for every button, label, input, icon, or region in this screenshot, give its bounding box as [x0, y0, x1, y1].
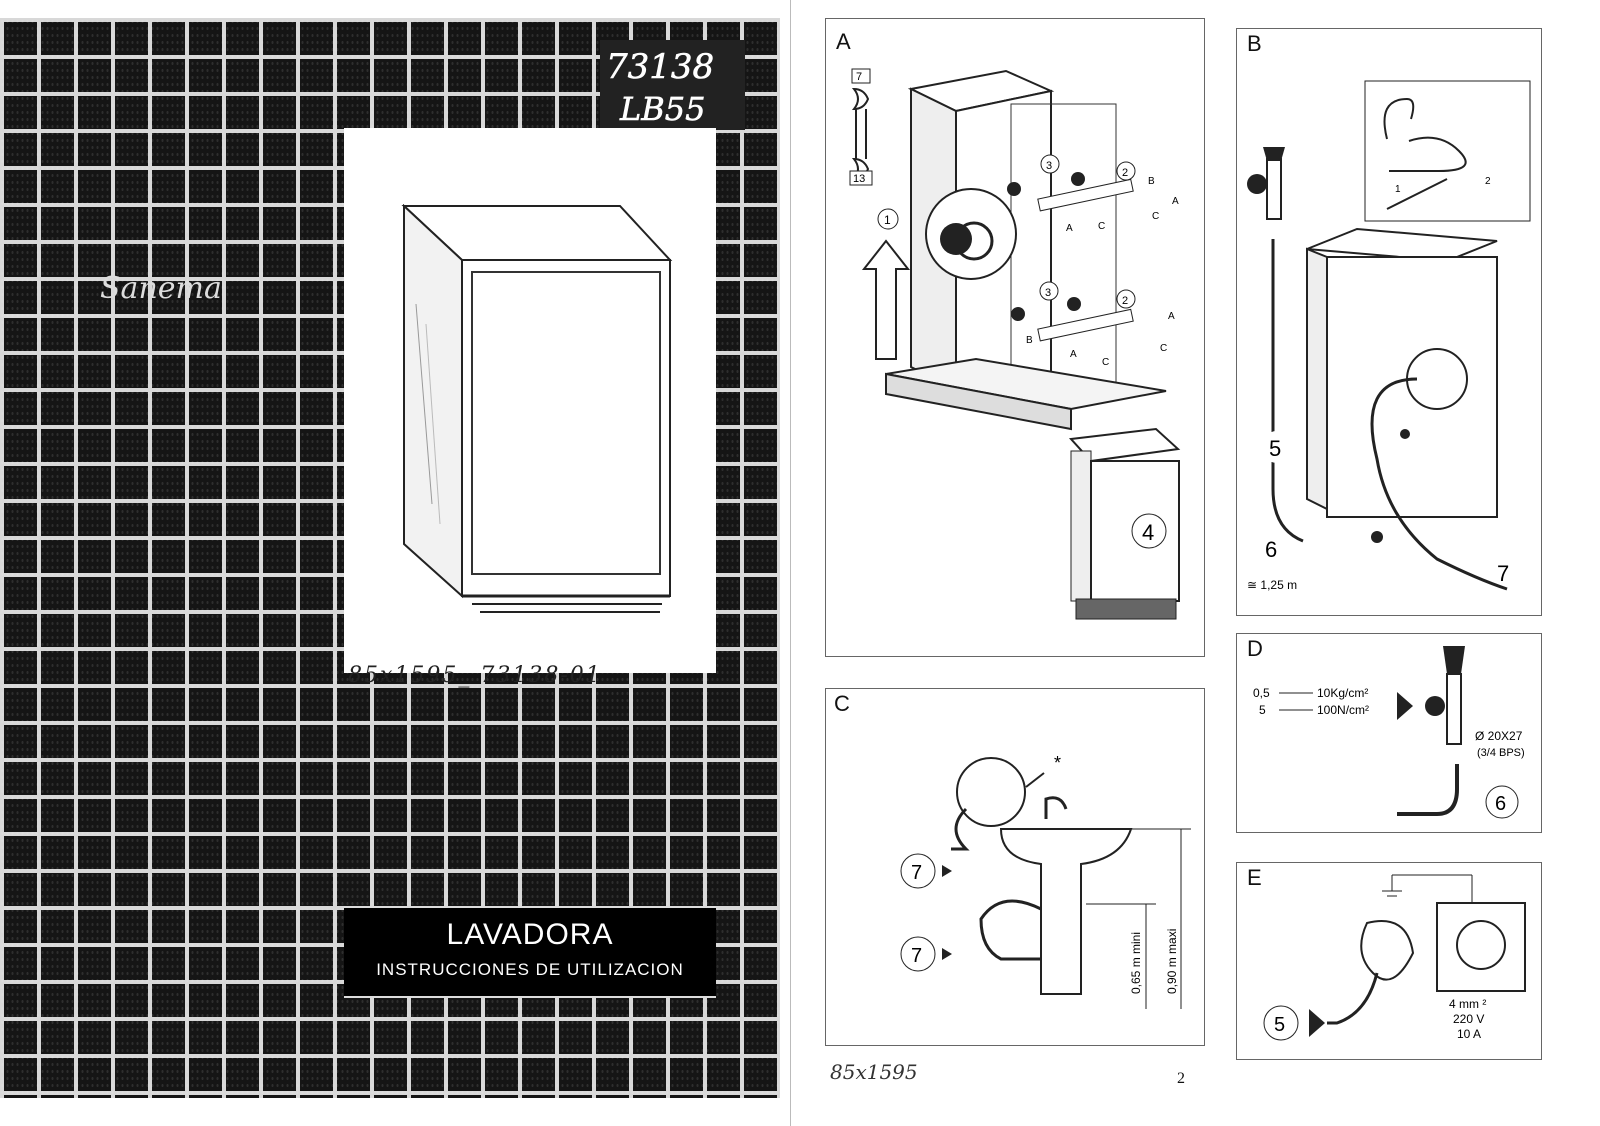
zoom-detail-circle: [956, 757, 1026, 827]
handwritten-code-top-line2: LB55: [619, 90, 705, 128]
callout-5: 5: [1274, 1014, 1285, 1036]
asterisk-note: *: [1054, 753, 1061, 773]
inset-step-1: 1: [1395, 184, 1401, 195]
wrench-size-large: 13: [853, 173, 865, 185]
figure-e-label: E: [1247, 865, 1262, 890]
part-c-bottom: C: [1160, 343, 1167, 354]
max-height-label: 0,90 m maxi: [1165, 929, 1179, 994]
brand-logo-text: Sanema: [100, 271, 222, 306]
figure-a-drawing: 7 13 1 3: [849, 68, 1181, 620]
thread-size: Ø 20X27: [1475, 729, 1523, 743]
pressure-unit-2: 100N/cm²: [1317, 703, 1369, 717]
power-plug-icon: [1360, 920, 1415, 981]
min-height-label: 0,65 m mini: [1129, 932, 1143, 994]
figure-b-drawing: 1 2 5 6 7 ≅ 1,25 m: [1247, 80, 1531, 592]
callout-5: 5: [1269, 436, 1281, 461]
page-gutter: [790, 0, 791, 1126]
callout-7: 7: [1497, 561, 1509, 586]
part-a-low: A: [1070, 349, 1077, 360]
callout-6: 6: [1495, 793, 1506, 815]
figure-d-drawing: 0,5 10Kg/cm² 5 100N/cm² Ø 20X27 (3/4 BPS…: [1253, 646, 1525, 819]
figure-e: E 5 4 mm ² 220 V 10 A: [1236, 862, 1542, 1060]
figure-c-label: C: [834, 691, 850, 716]
amperage: 10 A: [1457, 1027, 1481, 1041]
figure-c-drawing: * 7 7 0,65 m mini 0,90 m maxi: [900, 753, 1191, 1009]
cover-title-box: LAVADORA INSTRUCCIONES DE UTILIZACION: [344, 906, 716, 998]
part-c-top: C: [1152, 211, 1159, 222]
figure-d-label: D: [1247, 636, 1263, 661]
water-tap-icon: [1266, 158, 1282, 220]
handwritten-code-top-line1: 73138: [606, 47, 714, 87]
callout-6: 6: [1265, 537, 1277, 562]
pressure-unit-1: 10Kg/cm²: [1317, 686, 1368, 700]
figure-d: D 0,5 10Kg/cm² 5 100N/cm² Ø 20X27 (3/4 B…: [1236, 633, 1542, 833]
cover-title: LAVADORA: [446, 918, 614, 951]
part-a-mid: A: [1066, 223, 1073, 234]
step-3-bottom: 3: [1045, 287, 1051, 299]
handwritten-footer-note: 85x1595: [830, 1060, 918, 1084]
step-1: 1: [884, 213, 891, 227]
handwritten-code-top: 73138 LB55: [600, 40, 745, 130]
step-3-top: 3: [1046, 160, 1052, 172]
part-b-top: B: [1148, 176, 1155, 187]
lift-arrow-icon: [861, 239, 911, 360]
part-a-top: A: [1172, 196, 1179, 207]
figure-a: A 7 13 1: [825, 18, 1205, 657]
thread-note: (3/4 BPS): [1477, 747, 1525, 759]
step-2-top: 2: [1122, 167, 1128, 179]
inset-step-2: 2: [1485, 176, 1491, 187]
cover-subtitle: INSTRUCCIONES DE UTILIZACION: [376, 960, 684, 979]
brand-logo: Sanema: [100, 271, 222, 306]
washing-machine-illustration: [401, 204, 673, 613]
part-b-bottom: B: [1026, 335, 1033, 346]
figure-e-drawing: 5 4 mm ² 220 V 10 A: [1263, 874, 1526, 1041]
figure-c: C * 7 7 0,65 m mini 0,90 m maxi: [825, 688, 1205, 1046]
water-tap-icon: [1446, 673, 1462, 745]
power-outlet: [1436, 902, 1526, 992]
page-number: 2: [1177, 1070, 1185, 1087]
wrench-icon: [851, 87, 870, 181]
part-a-bottom: A: [1168, 311, 1175, 322]
hose-clip-icon: [1383, 97, 1467, 172]
part-c-low: C: [1102, 357, 1109, 368]
hose-length: ≅ 1,25 m: [1247, 578, 1297, 592]
sink-icon: [999, 828, 1133, 995]
step-4: 4: [1142, 520, 1154, 545]
voltage: 220 V: [1453, 1012, 1484, 1026]
figure-b: B 1 2 5 6 7 ≅ 1,25 m: [1236, 28, 1542, 616]
cable-section: 4 mm ²: [1449, 997, 1486, 1011]
part-c-mid: C: [1098, 221, 1105, 232]
figure-b-label: B: [1247, 31, 1262, 56]
wrench-size-small: 7: [856, 71, 862, 83]
step-2-bottom: 2: [1122, 295, 1128, 307]
pressure-value-2: 5: [1259, 703, 1266, 717]
figure-a-label: A: [836, 29, 851, 54]
handwritten-code: 85x1595_ 73138-01: [348, 663, 602, 688]
callout-7-top: 7: [911, 862, 922, 884]
callout-7-bottom: 7: [911, 945, 922, 967]
cover: 73138 LB55 Sanema 85x1595_ 73138-01 LAVA…: [0, 18, 780, 1098]
pressure-value-1: 0,5: [1253, 686, 1270, 700]
